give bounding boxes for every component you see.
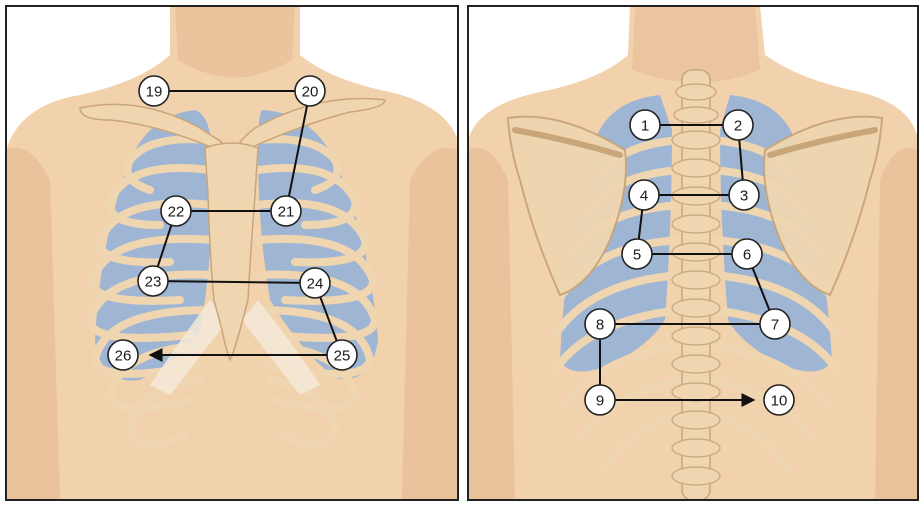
marker-2-label: 2 bbox=[734, 118, 742, 135]
marker-6: 6 bbox=[732, 239, 762, 269]
marker-6-label: 6 bbox=[743, 247, 751, 264]
marker-23-label: 23 bbox=[145, 274, 162, 291]
marker-19-label: 19 bbox=[146, 84, 163, 101]
marker-25: 25 bbox=[327, 340, 357, 370]
marker-10-label: 10 bbox=[771, 393, 788, 410]
marker-24-label: 24 bbox=[307, 276, 324, 293]
marker-2: 2 bbox=[723, 110, 753, 140]
posterior-right-arm-shadow bbox=[875, 148, 918, 500]
marker-24: 24 bbox=[300, 268, 330, 298]
marker-4-label: 4 bbox=[640, 188, 648, 205]
anterior-right-arm-shadow bbox=[402, 148, 458, 500]
anterior-panel: 19 20 21 22 23 24 25 26 bbox=[6, 6, 458, 500]
marker-23: 23 bbox=[138, 266, 168, 296]
marker-7-label: 7 bbox=[771, 317, 779, 334]
marker-20-label: 20 bbox=[302, 84, 319, 101]
marker-8-label: 8 bbox=[596, 317, 604, 334]
marker-9: 9 bbox=[585, 385, 615, 415]
marker-20: 20 bbox=[295, 76, 325, 106]
marker-19: 19 bbox=[139, 76, 169, 106]
anterior-neck-shadow bbox=[175, 6, 295, 78]
marker-21: 21 bbox=[271, 196, 301, 226]
marker-4: 4 bbox=[629, 180, 659, 210]
marker-26: 26 bbox=[108, 340, 138, 370]
marker-9-label: 9 bbox=[596, 393, 604, 410]
marker-1-label: 1 bbox=[641, 118, 649, 135]
marker-1: 1 bbox=[630, 110, 660, 140]
posterior-panel: 1 2 3 4 5 6 7 8 9 10 bbox=[468, 6, 918, 500]
marker-5-label: 5 bbox=[633, 247, 641, 264]
marker-3-label: 3 bbox=[740, 188, 748, 205]
marker-22: 22 bbox=[161, 196, 191, 226]
marker-8: 8 bbox=[585, 309, 615, 339]
marker-3: 3 bbox=[729, 180, 759, 210]
marker-22-label: 22 bbox=[168, 204, 185, 221]
marker-7: 7 bbox=[760, 309, 790, 339]
marker-26-label: 26 bbox=[115, 348, 132, 365]
marker-21-label: 21 bbox=[278, 204, 295, 221]
marker-5: 5 bbox=[622, 239, 652, 269]
marker-25-label: 25 bbox=[334, 348, 351, 365]
marker-10: 10 bbox=[764, 385, 794, 415]
posterior-left-arm-shadow bbox=[468, 148, 515, 500]
